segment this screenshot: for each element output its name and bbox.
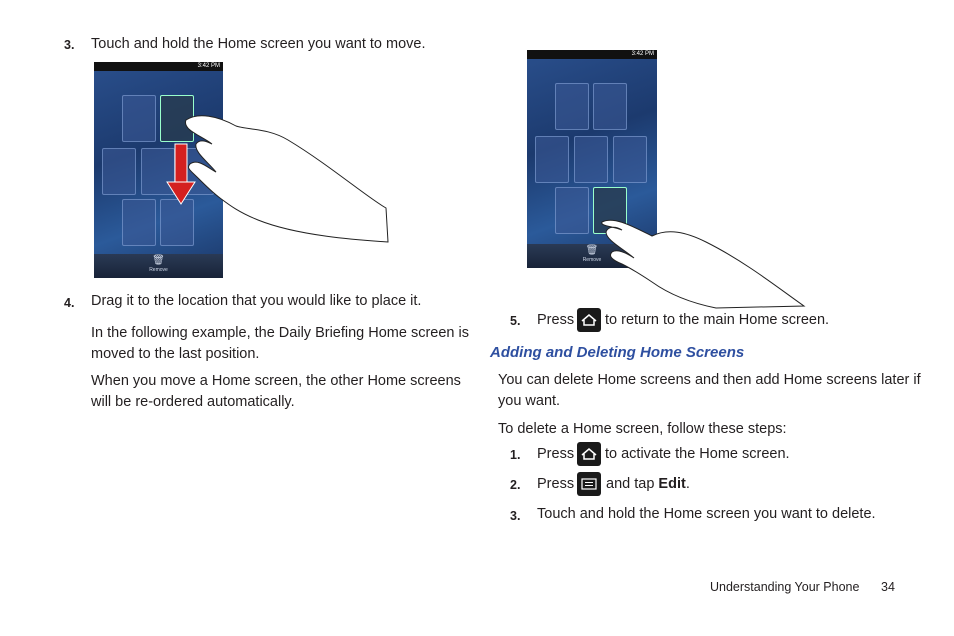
substep-2-text: and tap Edit.: [606, 474, 690, 495]
page-number: 34: [881, 580, 895, 594]
home-panel-thumb-home: [574, 136, 608, 183]
press-label: Press: [537, 312, 575, 328]
trash-label: Remove: [582, 257, 602, 263]
paragraph-line: will be re-ordered automatically.: [91, 394, 295, 410]
home-panel-thumb: [160, 199, 194, 246]
home-panel-thumb: [613, 136, 647, 183]
period: .: [685, 476, 690, 492]
substep-2-number: 2.: [510, 478, 521, 492]
trash-icon: 🗑: [152, 255, 165, 266]
home-key-icon: [577, 308, 601, 332]
menu-key-icon: [577, 472, 601, 496]
home-key-icon: [577, 442, 601, 466]
footer-section: Understanding Your Phone: [710, 580, 860, 594]
status-time: 3:42 PM: [631, 51, 654, 57]
home-panel-thumb: [535, 136, 569, 183]
press-label: Press: [537, 476, 575, 492]
home-panel-thumb: [122, 199, 156, 246]
press-label: Press: [537, 446, 575, 462]
paragraph-line: In the following example, the Daily Brie…: [91, 325, 469, 341]
substep-1-text: to activate the Home screen.: [605, 446, 790, 462]
home-panel-thumb: [555, 187, 589, 234]
step-4-text: Drag it to the location that you would l…: [91, 293, 422, 309]
home-panel-thumb: [555, 83, 589, 130]
edit-label: Edit: [658, 476, 686, 492]
substep-3-text: Touch and hold the Home screen you want …: [537, 506, 876, 522]
substep-3-number: 3.: [510, 509, 521, 523]
step-4-number: 4.: [64, 296, 75, 310]
home-panel-thumb: [102, 148, 136, 195]
paragraph-line: you want.: [498, 393, 561, 409]
step-5-text: to return to the main Home screen.: [605, 312, 830, 328]
section-heading: Adding and Deleting Home Screens: [490, 344, 745, 361]
hand-pointer-icon: [601, 219, 806, 309]
paragraph-line: To delete a Home screen, follow these st…: [498, 421, 787, 437]
home-panel-thumb: [593, 83, 627, 130]
trash-bar: 🗑 Remove: [94, 254, 223, 278]
red-down-arrow-icon: [166, 143, 196, 205]
status-time: 3:42 PM: [197, 63, 220, 69]
trash-label: Remove: [149, 267, 168, 273]
home-panel-thumb: [122, 95, 156, 142]
substep-2-text-a: and tap: [606, 476, 655, 492]
hand-pointer-icon: [185, 115, 389, 243]
trash-icon: 🗑: [585, 245, 599, 256]
step-5-number: 5.: [510, 314, 521, 328]
step-3-number: 3.: [64, 38, 75, 52]
status-bar: 3:42 PM: [527, 50, 657, 59]
paragraph-line: When you move a Home screen, the other H…: [91, 373, 461, 389]
status-bar: 3:42 PM: [94, 62, 223, 71]
paragraph-line: You can delete Home screens and then add…: [498, 372, 921, 388]
substep-1-number: 1.: [510, 448, 521, 462]
step-3-text: Touch and hold the Home screen you want …: [91, 36, 426, 52]
paragraph-line: moved to the last position.: [91, 346, 260, 362]
